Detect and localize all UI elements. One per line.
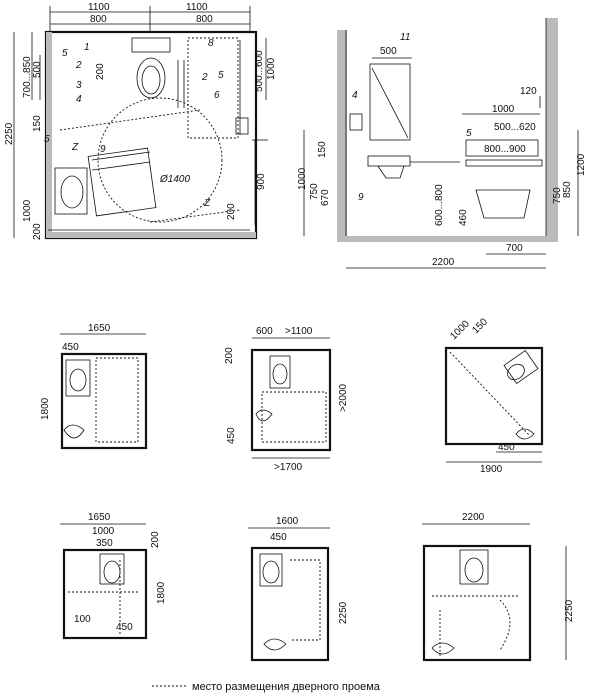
- elev-dim-500-620: 500...620: [494, 122, 536, 133]
- r2p2-dim-600: 600: [256, 326, 273, 337]
- r3p1-dim-450: 450: [116, 622, 133, 633]
- r3p3-dim-2200: 2200: [462, 512, 485, 523]
- r3p1-dim-200: 200: [150, 531, 161, 548]
- legend: место размещения дверного проема: [152, 681, 381, 693]
- dim-inner-200: 200: [95, 63, 106, 80]
- cistern: [131, 37, 171, 53]
- r2p3-dim-1000: 1000: [448, 318, 472, 342]
- dim-left-1000: 1000: [22, 199, 33, 222]
- r2p3-dim-150: 150: [470, 316, 490, 336]
- elev-callout-11: 11: [400, 32, 410, 43]
- r3p1-dim-1800: 1800: [156, 581, 167, 604]
- plan-r3-1: 1650 1000 350 200 1800 100 450: [60, 512, 167, 640]
- r2p3-dim-450: 450: [498, 442, 515, 453]
- callout-4: 4: [76, 94, 82, 105]
- callout-5b: 5: [218, 70, 224, 81]
- r3p3-dim-2250: 2250: [564, 599, 575, 622]
- elev-dim-2200: 2200: [432, 257, 455, 268]
- r2p1-dim-1800: 1800: [40, 397, 51, 420]
- dim-left-500: 500: [32, 61, 43, 78]
- callout-1: 1: [84, 42, 90, 53]
- dim-left-2250: 2250: [4, 122, 15, 145]
- r2p2-dim-450: 450: [226, 427, 237, 444]
- callout-5: 5: [62, 48, 68, 59]
- dim-inner-900: 900: [256, 173, 267, 190]
- r2p1-dim-1650: 1650: [88, 323, 111, 334]
- dim-top-2: 1100: [186, 2, 208, 13]
- plan-main: 1100 1100 800 800 2250 700...850 500 150…: [4, 2, 277, 240]
- callout-8: 8: [208, 38, 214, 49]
- r2p1-dim-450: 450: [62, 342, 79, 353]
- mirror: [369, 63, 411, 141]
- plan-r3-2: 1600 450 2250: [248, 516, 349, 662]
- elev-dim-460: 460: [458, 209, 469, 226]
- circle-label: Ø1400: [159, 174, 190, 185]
- hand-dryer: [349, 113, 363, 131]
- elev-dim-150: 150: [317, 141, 328, 158]
- plan-r2-1: 1650 450 1800: [40, 323, 148, 450]
- r3p2-dim-2250: 2250: [338, 601, 349, 624]
- r2p2-dim-2000: >2000: [338, 383, 349, 412]
- r3p1-dim-350: 350: [96, 538, 113, 549]
- r3p1-dim-1650: 1650: [88, 512, 111, 523]
- turning-circle: [97, 97, 223, 223]
- elev-dim-1200: 1200: [576, 153, 587, 176]
- elev-dim-500: 500: [380, 46, 397, 57]
- r3p1-dim-100: 100: [74, 614, 91, 625]
- dim-sub-1: 800: [90, 14, 107, 25]
- callout-5c: 5: [44, 134, 50, 145]
- dim-top-1: 1100: [88, 2, 110, 13]
- elev-dim-750r: 750: [552, 187, 563, 204]
- elev-dim-120: 120: [520, 86, 537, 97]
- elev-dim-750: 750: [309, 183, 320, 200]
- elev-callout-9: 9: [358, 192, 364, 203]
- elev-sink: [367, 155, 411, 167]
- callout-2: 2: [75, 60, 82, 71]
- elev-callout-4: 4: [352, 90, 358, 101]
- callout-9: 9: [100, 144, 106, 155]
- elev-dim-1000v: 1000: [297, 167, 308, 190]
- callout-6: 6: [214, 90, 220, 101]
- r3p1-dim-1000: 1000: [92, 526, 115, 537]
- plan-r2-2: 600 >1100 200 >2000 450 >1700: [224, 326, 349, 473]
- dim-inner-500: 500...600: [254, 50, 265, 92]
- r2p2-dim-1700: >1700: [274, 462, 303, 473]
- r2p3-dim-1900: 1900: [480, 464, 503, 475]
- dim-left-150: 150: [32, 115, 43, 132]
- dim-left-200: 200: [32, 223, 43, 240]
- callout-2b: 2: [201, 72, 208, 83]
- r3p2-dim-450: 450: [270, 532, 287, 543]
- elev-toilet: [475, 189, 531, 219]
- elev-dim-700: 700: [506, 243, 523, 254]
- r2p2-dim-200: 200: [224, 347, 235, 364]
- elev-dim-850: 850: [562, 181, 573, 198]
- callout-3: 3: [76, 80, 82, 91]
- washbasin: [54, 167, 88, 215]
- elevation: 500 11 4 9 5 120 1000 500...620 800...90…: [297, 18, 587, 269]
- elev-callout-5: 5: [466, 128, 472, 139]
- elev-dim-670: 670: [320, 189, 331, 206]
- plan-r3-3: 2200 2250: [422, 512, 575, 662]
- legend-text: место размещения дверного проема: [192, 681, 381, 693]
- r3p2-dim-1600: 1600: [276, 516, 299, 527]
- elev-dim-1000: 1000: [492, 104, 515, 115]
- elev-dim-600-800: 600...800: [434, 184, 445, 226]
- dim-sub-2: 800: [196, 14, 213, 25]
- toilet-bowl: [136, 57, 166, 99]
- dim-inner-1000: 1000: [266, 57, 277, 80]
- r2p2-dim-1100: >1100: [285, 326, 313, 337]
- plan-r2-3: 1000 150 450 1900: [444, 316, 544, 475]
- dim-inner-200b: 200: [226, 203, 237, 220]
- callout-z2: Z: [203, 198, 211, 209]
- elev-cistern: [465, 139, 539, 157]
- elev-dim-800-900: 800...900: [484, 144, 526, 155]
- dim-left-700: 700...850: [22, 56, 33, 98]
- callout-z1: Z: [71, 142, 79, 153]
